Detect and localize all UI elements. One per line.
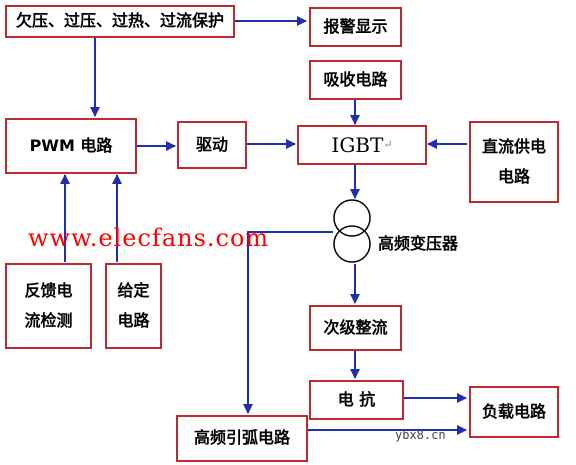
pwm-circuit-box: PWM 电路 [5, 118, 137, 174]
feedback-current-detect-box: 反馈电 流检测 [5, 263, 92, 349]
transformer-label: 高频变压器 [378, 234, 459, 253]
site-watermark: www.elecfans.com [28, 224, 270, 252]
dc-supply-box: 直流供电 电路 [469, 121, 559, 203]
corner-watermark: ybx8.cn [395, 428, 446, 442]
transformer-primary-coil [333, 199, 371, 237]
load-circuit-box: 负载电路 [469, 386, 559, 438]
hf-arc-circuit-box: 高频引弧电路 [176, 415, 308, 462]
load-circuit-label: 负载电路 [481, 401, 546, 421]
hf-arc-circuit-label: 高频引弧电路 [193, 428, 290, 448]
protection-label: 欠压、过压、过热、过流保护 [15, 11, 224, 31]
reactor-label: 电 抗 [337, 389, 376, 409]
igbt-box: IGBT↵ [297, 125, 427, 165]
absorption-circuit-label: 吸收电路 [323, 69, 388, 89]
igbt-label: IGBT [331, 133, 384, 157]
reactor-box: 电 抗 [309, 380, 404, 420]
alarm-display-label: 报警显示 [323, 16, 388, 36]
drive-label: 驱动 [195, 134, 228, 154]
arrow-transformer-to-hfarc [243, 231, 333, 414]
alarm-display-box: 报警显示 [309, 7, 402, 47]
return-mark-icon: ↵ [383, 137, 393, 151]
dc-supply-label: 直流供电 电路 [481, 136, 546, 186]
absorption-circuit-box: 吸收电路 [309, 60, 402, 100]
setpoint-circuit-label: 给定 电路 [117, 280, 150, 330]
secondary-rectifier-label: 次级整流 [323, 317, 388, 337]
setpoint-circuit-box: 给定 电路 [105, 263, 162, 349]
transformer-secondary-coil [333, 225, 371, 263]
secondary-rectifier-box: 次级整流 [309, 305, 402, 351]
feedback-current-detect-label: 反馈电 流检测 [24, 280, 73, 330]
drive-box: 驱动 [177, 121, 247, 169]
pwm-circuit-label: PWM 电路 [29, 135, 113, 155]
protection-box: 欠压、过压、过热、过流保护 [5, 5, 235, 38]
